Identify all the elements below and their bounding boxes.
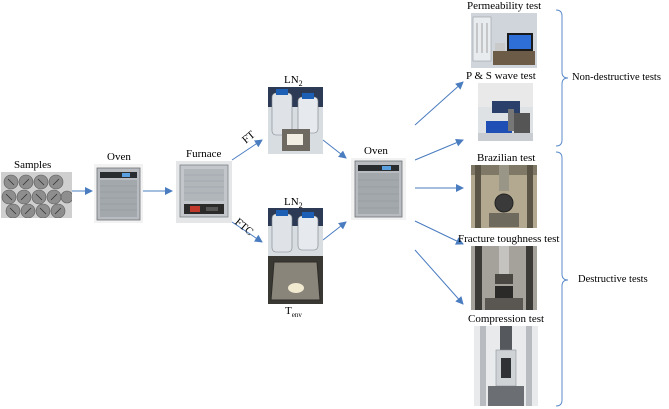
ln2-bottom-label: LN2 xyxy=(284,196,303,211)
brazilian-test-photo xyxy=(471,165,537,228)
ln2-ft-photo xyxy=(268,87,323,154)
ln2-ftc-photo xyxy=(268,208,323,304)
compression-test-label: Compression test xyxy=(468,313,545,325)
destructive-tests-label: Destructive tests xyxy=(578,274,648,285)
compression-test-photo xyxy=(474,326,538,406)
fracture-toughness-test-label: Fracture toughness test xyxy=(458,233,560,245)
arrow-ft-oven xyxy=(322,139,347,159)
bracket-destructive xyxy=(555,151,569,407)
arrow-oven-fracture xyxy=(414,220,464,245)
oven-label-1: Oven xyxy=(107,151,131,163)
oven-photo-2 xyxy=(351,158,406,220)
ps-wave-test-photo xyxy=(478,83,533,141)
arrow-oven-compression xyxy=(414,249,464,305)
furnace-photo xyxy=(176,161,232,223)
non-destructive-tests-label: Non-destructive tests xyxy=(572,72,661,83)
arrow-furnace-ftc xyxy=(231,221,263,243)
arrow-ftc-oven xyxy=(322,221,347,241)
arrow-oven-pswave xyxy=(414,139,464,161)
tenv-label: Tenv xyxy=(285,305,302,320)
oven-photo-1 xyxy=(94,164,143,223)
permeability-test-photo xyxy=(471,13,537,68)
arrow-oven-permeability xyxy=(414,81,464,126)
oven-label-2: Oven xyxy=(364,145,388,157)
bracket-non-destructive xyxy=(555,9,569,147)
ps-wave-test-label: P & S wave test xyxy=(466,70,536,82)
furnace-label: Furnace xyxy=(186,148,222,160)
fracture-toughness-test-photo xyxy=(471,246,537,310)
ln2-top-label: LN2 xyxy=(284,74,303,89)
samples-photo xyxy=(1,172,72,218)
samples-label: Samples xyxy=(14,159,52,171)
permeability-test-label: Permeability test xyxy=(467,0,542,12)
brazilian-test-label: Brazilian test xyxy=(477,152,536,164)
arrow-furnace-ft xyxy=(231,139,263,161)
